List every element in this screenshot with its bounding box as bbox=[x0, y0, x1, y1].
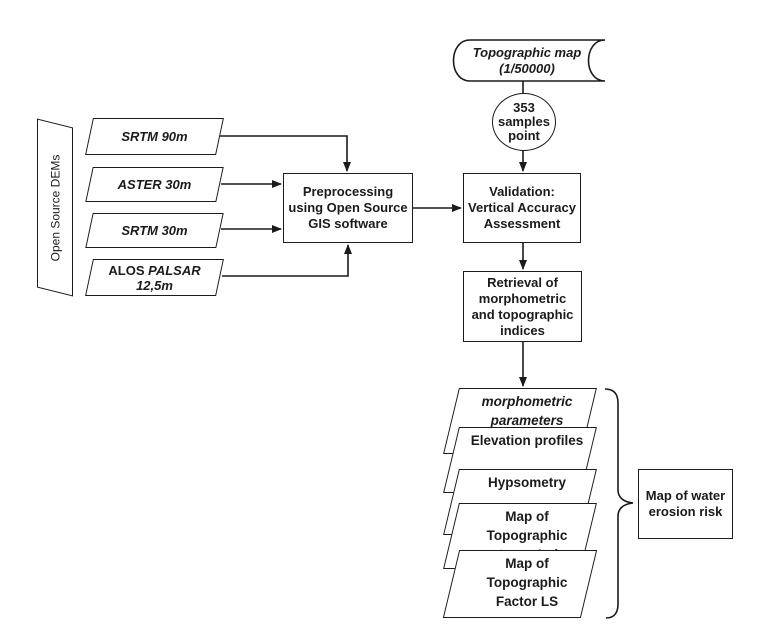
dem-label-srtm30: SRTM 30m bbox=[121, 223, 188, 238]
dem-label-aster30: ASTER 30m bbox=[117, 177, 192, 192]
arrow-alos-to-preprocessing bbox=[222, 244, 352, 277]
dem-label-srtm90: SRTM 90m bbox=[121, 129, 188, 144]
dem-parallelogram-srtm90: SRTM 90m bbox=[85, 118, 224, 155]
dem-group-label: Open Source DEMs bbox=[48, 154, 62, 261]
output-label-factor-ls: Map of Topographic Factor LS bbox=[486, 556, 568, 609]
validation-label: Validation: Vertical Accuracy Assessment bbox=[468, 184, 576, 231]
samples-point-label: 353 samples point bbox=[497, 100, 551, 143]
preprocessing-label: Preprocessing using Open Source GIS soft… bbox=[288, 184, 408, 231]
outputs-brace bbox=[604, 388, 634, 619]
arrow-srtm90-to-preprocessing bbox=[220, 135, 351, 172]
output-label-hypsometry: Hypsometry bbox=[487, 475, 567, 490]
retrieval-label: Retrieval of morphometric and topographi… bbox=[471, 274, 574, 338]
dem-group-shape: Open Source DEMs bbox=[37, 118, 73, 297]
samples-point-circle: 353 samples point bbox=[492, 93, 556, 151]
dem-parallelogram-srtm30: SRTM 30m bbox=[85, 213, 224, 248]
dem-label-alos: ALOS PALSAR 12,5m bbox=[108, 262, 201, 293]
result-label: Map of water erosion risk bbox=[645, 488, 726, 519]
validation-box: Validation: Vertical Accuracy Assessment bbox=[463, 173, 581, 243]
dem-parallelogram-aster30: ASTER 30m bbox=[85, 167, 224, 202]
topographic-map-label: Topographic map (1/50000) bbox=[472, 44, 582, 76]
retrieval-box: Retrieval of morphometric and topographi… bbox=[463, 271, 582, 342]
dem-parallelogram-alos: ALOS PALSAR 12,5m bbox=[85, 259, 224, 296]
result-box: Map of water erosion risk bbox=[638, 469, 733, 539]
output-label-elevation-profiles: Elevation profiles bbox=[470, 433, 584, 448]
preprocessing-box: Preprocessing using Open Source GIS soft… bbox=[283, 173, 413, 243]
output-label-morphometric-parameters: morphometric parameters bbox=[481, 394, 573, 428]
output-parallelogram-factor-ls: Map of Topographic Factor LS bbox=[442, 550, 598, 618]
